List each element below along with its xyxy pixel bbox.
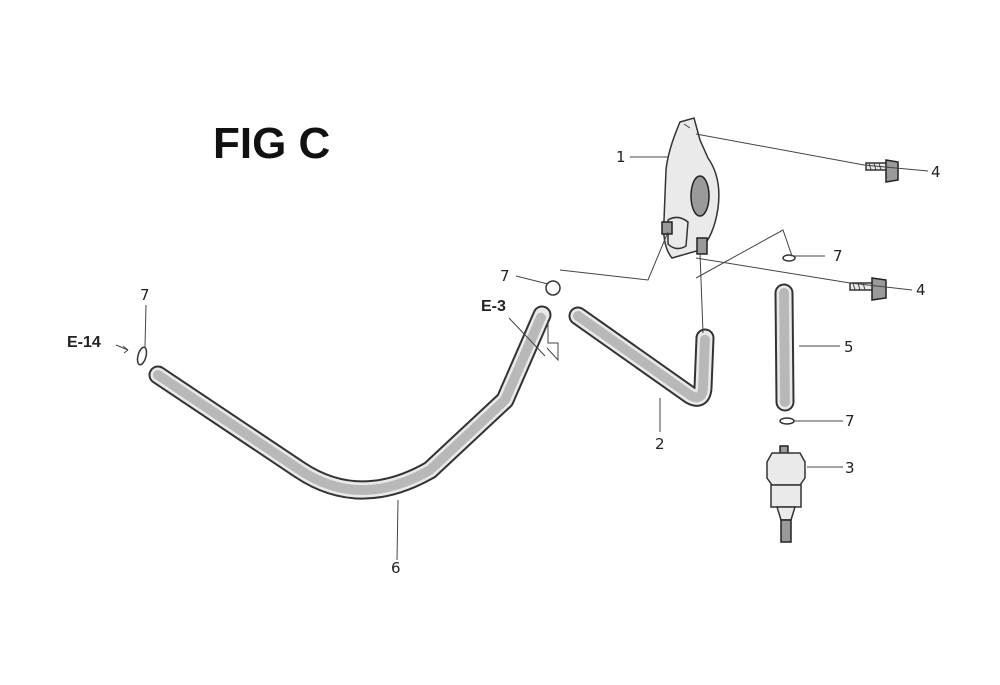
- callout-7-upper-right: 7: [833, 247, 843, 265]
- callout-2: 2: [655, 435, 665, 453]
- fuel-hose-2: [568, 306, 715, 407]
- fuel-pump-1: [661, 117, 720, 259]
- ref-e14: E-14: [67, 334, 101, 351]
- callout-4-lower: 4: [916, 281, 926, 299]
- callout-7-lower-right: 7: [845, 412, 855, 430]
- leader-lines: [115, 133, 929, 561]
- callout-3: 3: [845, 459, 855, 477]
- clip-7-upper-right: [782, 254, 796, 262]
- callout-7-left: 7: [140, 286, 150, 304]
- clip-7-left: [136, 346, 148, 366]
- clip-7-middle: [545, 280, 561, 296]
- callout-6: 6: [391, 559, 401, 577]
- callout-7-middle: 7: [500, 267, 510, 285]
- fuel-filter-3: [766, 445, 806, 543]
- bolt-4-upper: [865, 159, 899, 183]
- callout-1: 1: [616, 148, 626, 166]
- fuel-hose-5: [774, 283, 795, 412]
- fuel-hose-6: [148, 305, 552, 500]
- figure-title: FIG C: [213, 119, 330, 168]
- ref-e3: E-3: [481, 298, 506, 315]
- callout-5: 5: [844, 338, 854, 356]
- bolt-4-lower: [849, 277, 887, 301]
- clip-7-lower-right: [779, 417, 795, 425]
- callout-4-upper: 4: [931, 163, 941, 181]
